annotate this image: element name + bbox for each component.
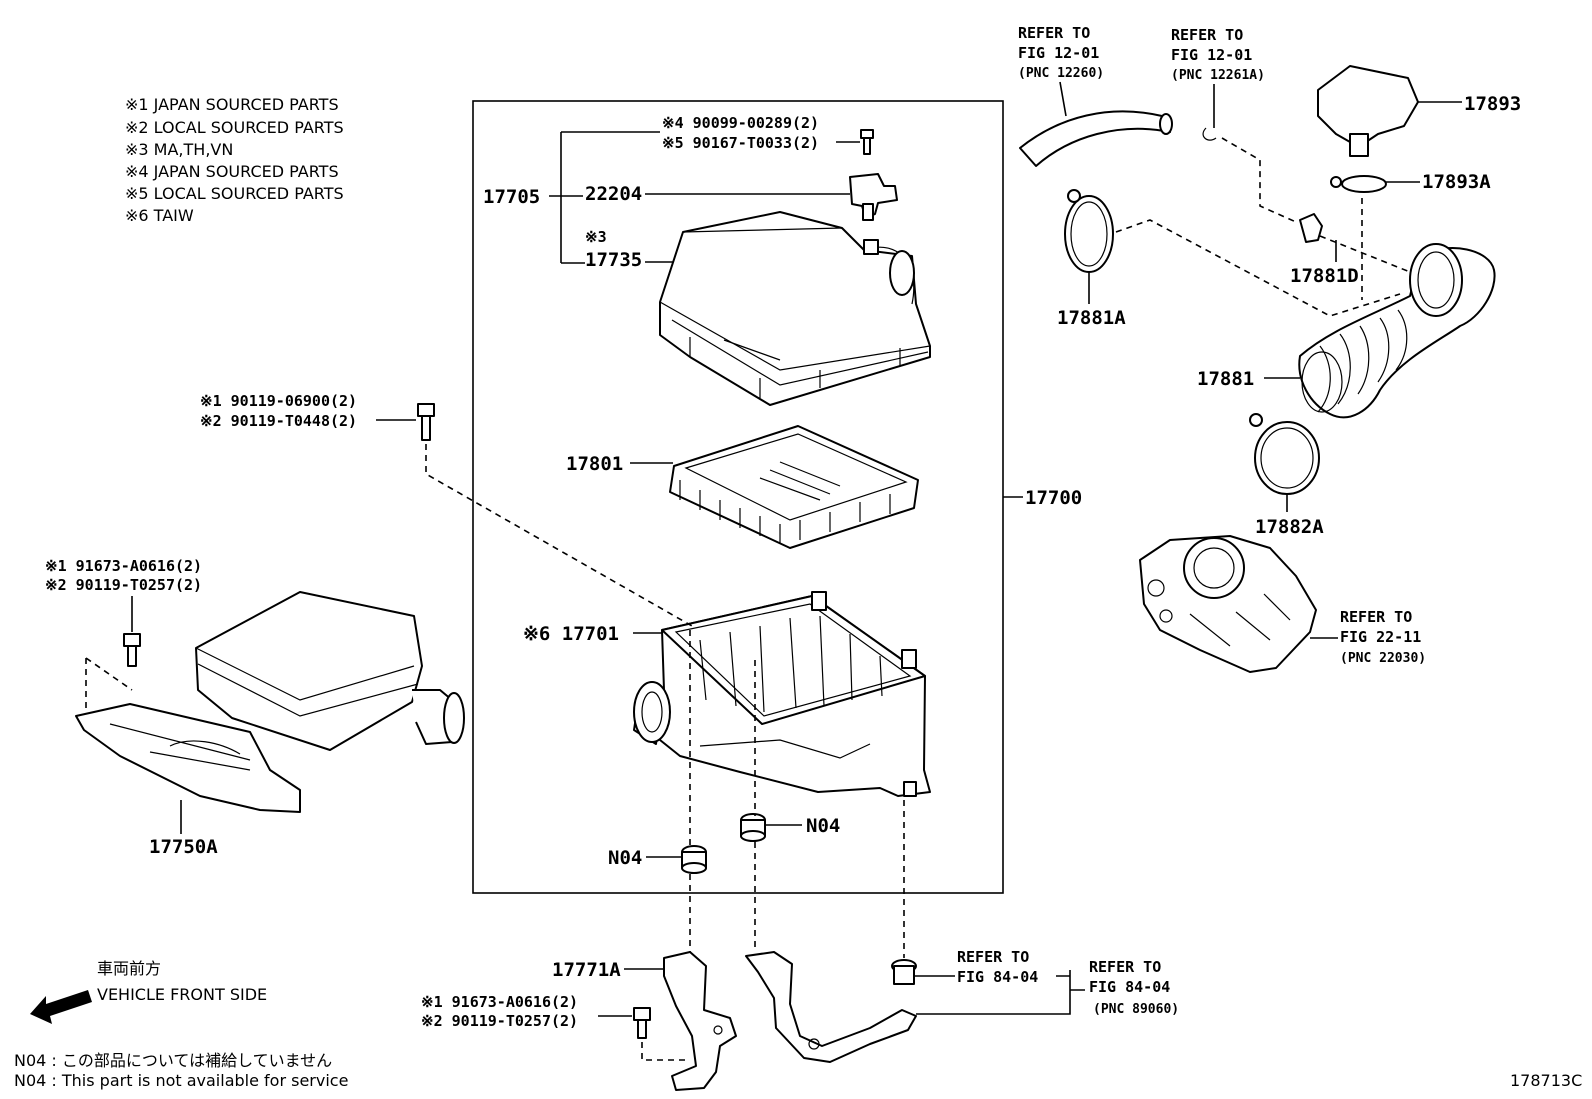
- ref-fig-84-04-a[interactable]: REFER TO FIG 84-04: [957, 948, 1038, 986]
- ref-fig-12-01-a[interactable]: REFER TO FIG 12-01 (PNC 12260): [1018, 24, 1104, 81]
- clip-12261A[interactable]: [1202, 127, 1217, 141]
- legend-note-3: ※3 MA,TH,VN: [125, 140, 233, 159]
- label-17700[interactable]: 17700: [1025, 487, 1082, 509]
- label-bolt-left-2[interactable]: ※2 90119-T0257(2): [45, 576, 202, 594]
- label-17893A[interactable]: 17893A: [1422, 171, 1491, 193]
- svg-text:FIG 84-04: FIG 84-04: [1089, 978, 1170, 996]
- lower-support-bracket[interactable]: [745, 951, 917, 1063]
- ref-fig-22-11[interactable]: REFER TO FIG 22-11 (PNC 22030): [1340, 608, 1426, 666]
- label-17881A[interactable]: 17881A: [1057, 307, 1126, 329]
- air-filter-element-17801[interactable]: [669, 425, 919, 549]
- grommet-n04-left[interactable]: [681, 845, 707, 874]
- svg-text:REFER TO: REFER TO: [1171, 26, 1243, 44]
- svg-text:(PNC 12261A): (PNC 12261A): [1171, 68, 1265, 83]
- air-cleaner-case-17701[interactable]: [633, 591, 931, 797]
- clamp-17882A[interactable]: [1249, 413, 1320, 495]
- label-n04-right[interactable]: N04: [806, 815, 840, 837]
- vehicle-front-indicator: 車両前方 VEHICLE FRONT SIDE: [30, 959, 267, 1024]
- dashed-guide-bolt-bot: [641, 1042, 690, 1061]
- dashed-guide-17881D: [1319, 198, 1411, 300]
- dashed-guide-17881A: [1115, 219, 1401, 317]
- sensor-22204[interactable]: [849, 173, 898, 221]
- connector-17881D[interactable]: [1299, 213, 1323, 243]
- label-bolt-top-2[interactable]: ※5 90167-T0033(2): [662, 134, 819, 152]
- label-17735[interactable]: 17735: [585, 249, 642, 271]
- air-cleaner-cap-17735[interactable]: [659, 211, 931, 406]
- svg-text:FIG 12-01: FIG 12-01: [1018, 44, 1099, 62]
- label-17701[interactable]: ※6 17701: [523, 623, 619, 645]
- svg-text:REFER TO: REFER TO: [1340, 608, 1412, 626]
- intake-hose-17881[interactable]: [1298, 243, 1496, 419]
- label-n04-left[interactable]: N04: [608, 847, 642, 869]
- svg-text:(PNC 89060): (PNC 89060): [1093, 1002, 1179, 1017]
- cover-17893[interactable]: [1317, 65, 1419, 157]
- legend-note-4: ※4 JAPAN SOURCED PARTS: [125, 162, 339, 181]
- dashed-guide-bolt-left: [85, 657, 133, 708]
- footnote-en: N04 : This part is not available for ser…: [14, 1071, 348, 1090]
- clip-lower-bracket[interactable]: [891, 959, 917, 985]
- throttle-body-22030[interactable]: [1139, 535, 1317, 673]
- direction-jp: 車両前方: [97, 959, 161, 978]
- legend-note-5: ※5 LOCAL SOURCED PARTS: [125, 184, 344, 203]
- bracket-17771A[interactable]: [663, 951, 737, 1091]
- svg-text:FIG 22-11: FIG 22-11: [1340, 628, 1421, 646]
- bolt-91673-A0616-bottom[interactable]: [633, 1007, 651, 1039]
- dashed-guide-12261A: [1221, 137, 1297, 223]
- direction-en: VEHICLE FRONT SIDE: [97, 985, 267, 1004]
- dashed-guide-bolt-mid: [425, 444, 693, 627]
- grommet-n04-right[interactable]: [740, 813, 766, 842]
- label-bolt-mid-2[interactable]: ※2 90119-T0448(2): [200, 412, 357, 430]
- label-17881D[interactable]: 17881D: [1290, 265, 1359, 287]
- label-bolt-mid-1[interactable]: ※1 90119-06900(2): [200, 392, 357, 410]
- leader-ref-84-04-b: [916, 970, 1085, 1015]
- legend-note-2: ※2 LOCAL SOURCED PARTS: [125, 118, 344, 137]
- footnote-jp: N04 : この部品については補給していません: [14, 1051, 332, 1070]
- label-17881[interactable]: 17881: [1197, 368, 1254, 390]
- bolt-91673-A0616-left[interactable]: [123, 633, 141, 667]
- legend-note-1: ※1 JAPAN SOURCED PARTS: [125, 95, 339, 114]
- svg-text:(PNC 22030): (PNC 22030): [1340, 651, 1426, 666]
- footnote-legend: ※1 JAPAN SOURCED PARTS ※2 LOCAL SOURCED …: [125, 95, 344, 225]
- svg-text:REFER TO: REFER TO: [957, 948, 1029, 966]
- label-22204[interactable]: 22204: [585, 183, 642, 205]
- bracket-17705: [549, 131, 660, 264]
- label-bolt-bot-2[interactable]: ※2 90119-T0257(2): [421, 1012, 578, 1030]
- label-17705[interactable]: 17705: [483, 186, 540, 208]
- clamp-17893A[interactable]: [1330, 175, 1387, 193]
- svg-text:FIG 84-04: FIG 84-04: [957, 968, 1038, 986]
- label-17750A[interactable]: 17750A: [149, 836, 218, 858]
- bolt-90119-06900[interactable]: [417, 403, 435, 441]
- bolt-90099-00289[interactable]: [860, 129, 874, 155]
- ref-fig-12-01-b[interactable]: REFER TO FIG 12-01 (PNC 12261A): [1171, 26, 1265, 83]
- svg-text:REFER TO: REFER TO: [1089, 958, 1161, 976]
- svg-text:(PNC 12260): (PNC 12260): [1018, 66, 1104, 81]
- front-arrow-icon: [30, 990, 92, 1024]
- label-17801[interactable]: 17801: [566, 453, 623, 475]
- breather-hose[interactable]: [1019, 110, 1173, 167]
- label-17735-note: ※3: [585, 228, 607, 246]
- legend-note-6: ※6 TAIW: [125, 206, 194, 225]
- resonator-17750A[interactable]: [75, 591, 465, 813]
- svg-text:FIG 12-01: FIG 12-01: [1171, 46, 1252, 64]
- label-17882A[interactable]: 17882A: [1255, 516, 1324, 538]
- label-bolt-left-1[interactable]: ※1 91673-A0616(2): [45, 557, 202, 575]
- clamp-17881A[interactable]: [1064, 189, 1114, 273]
- leader-ref-12-01-a: [1059, 81, 1067, 117]
- figure-id: 178713C: [1510, 1071, 1582, 1090]
- label-bolt-bot-1[interactable]: ※1 91673-A0616(2): [421, 993, 578, 1011]
- svg-text:REFER TO: REFER TO: [1018, 24, 1090, 42]
- label-bolt-top-1[interactable]: ※4 90099-00289(2): [662, 114, 819, 132]
- label-17771A[interactable]: 17771A: [552, 959, 621, 981]
- ref-fig-84-04-b[interactable]: REFER TO FIG 84-04 (PNC 89060): [1089, 958, 1179, 1017]
- label-17893[interactable]: 17893: [1464, 93, 1521, 115]
